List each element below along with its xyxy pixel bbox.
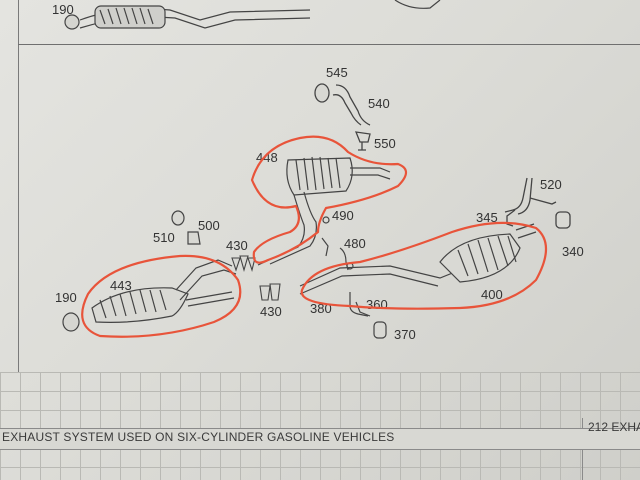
- top-partial-drawing: [64, 0, 441, 30]
- part-label-190-top: 190: [52, 2, 74, 17]
- grid-area: [0, 372, 640, 480]
- part-label-510: 510: [153, 230, 175, 245]
- part-label-500: 500: [198, 218, 220, 233]
- next-figure-caption: 212 EXHA: [588, 420, 640, 434]
- hanger-500-510: [171, 210, 201, 245]
- section-divider: [18, 44, 640, 45]
- catalytic-converter-443: [62, 259, 237, 332]
- part-label-360: 360: [366, 297, 388, 312]
- part-label-345: 345: [476, 210, 498, 225]
- center-silencer-448: [257, 156, 391, 266]
- highlight-outlines: [81, 135, 548, 338]
- part-label-490: 490: [332, 208, 354, 223]
- part-label-340: 340: [562, 244, 584, 259]
- caption-bar: [0, 428, 640, 450]
- part-label-480: 480: [344, 236, 366, 251]
- part-label-443: 443: [110, 278, 132, 293]
- part-label-520: 520: [540, 177, 562, 192]
- frame-left-border: [18, 0, 19, 372]
- highlight-400: [300, 221, 548, 310]
- clamp-490-480: [321, 216, 354, 271]
- figure-caption: EXHAUST SYSTEM USED ON SIX-CYLINDER GASO…: [2, 430, 395, 444]
- rear-muffler-400: [299, 223, 537, 295]
- clamp-430-lower: [259, 283, 281, 301]
- part-label-190: 190: [55, 290, 77, 305]
- highlight-448: [250, 135, 408, 264]
- part-label-370: 370: [394, 327, 416, 342]
- part-label-540: 540: [368, 96, 390, 111]
- part-label-400: 400: [481, 287, 503, 302]
- rear-hanger-520: [504, 177, 571, 229]
- exhaust-diagram: 190 545 540 550 448 520: [52, 0, 584, 342]
- part-label-430-lower: 430: [260, 304, 282, 319]
- clamp-430-upper: [231, 255, 256, 273]
- hanger-bracket-545-540: [314, 83, 371, 151]
- part-label-550: 550: [374, 136, 396, 151]
- highlight-443: [81, 254, 242, 338]
- part-label-430-upper: 430: [226, 238, 248, 253]
- part-label-545: 545: [326, 65, 348, 80]
